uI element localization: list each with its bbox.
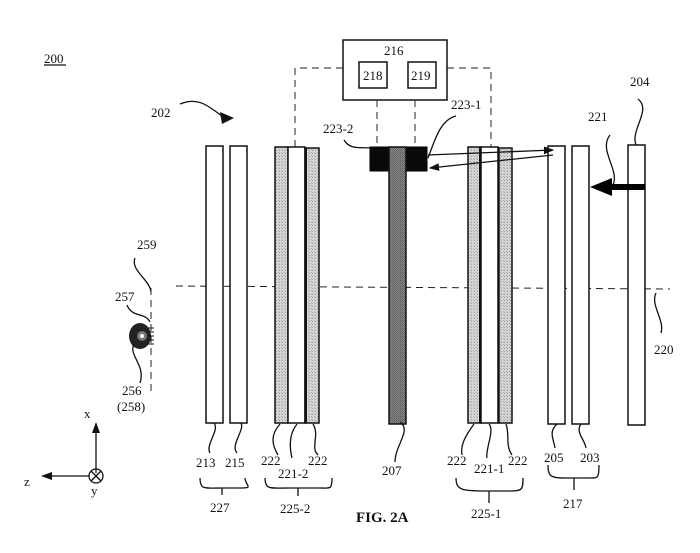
coupler-2-label: 223-2: [323, 121, 353, 136]
optical-axis-label: 220: [654, 342, 674, 357]
grating-222-d: [498, 147, 513, 424]
input-light-label: 221: [588, 109, 608, 124]
pupil-leader: [126, 304, 151, 323]
display-device-leader: [179, 100, 223, 117]
light-source-label: 204: [630, 74, 650, 89]
lens-203-label: 203: [580, 450, 600, 465]
y-axis-label: y: [91, 483, 98, 498]
lens-205: [547, 145, 566, 425]
input-light-leader: [605, 134, 615, 186]
coordinate-axes: x z y: [24, 406, 104, 498]
grating-222-b-leader: [312, 423, 319, 456]
group-227-label: 227: [210, 500, 230, 515]
pupil-label: 257: [115, 289, 135, 304]
coupler-1-label: 223-1: [451, 97, 481, 112]
lens-213-label: 213: [196, 455, 216, 470]
light-ray-out: [427, 146, 555, 156]
eye-icon: [129, 323, 154, 349]
display-device-label: 202: [151, 105, 171, 120]
controller-label: 216: [384, 43, 404, 58]
system-ref-label: 200: [44, 51, 64, 66]
group-227-brace: [199, 477, 249, 489]
grating-222-b: [304, 147, 320, 424]
controller-sub-a-label: 218: [363, 68, 383, 83]
lens-213-leader: [208, 422, 216, 454]
control-line-225-1: [447, 67, 492, 150]
figure-caption: FIG. 2A: [356, 510, 409, 526]
lens-213: [205, 145, 224, 424]
waveguide-207: [388, 146, 407, 425]
liquid-crystal-1-leader: [486, 423, 492, 459]
z-axis-label: z: [24, 474, 30, 489]
lens-215: [229, 145, 248, 424]
liquid-crystal-1-label: 221-1: [474, 461, 504, 476]
waveguide-label: 207: [382, 463, 402, 478]
grating-222-d-leader: [505, 423, 513, 456]
eye-label: 256: [122, 383, 142, 398]
eyebox-plane-label: 259: [137, 237, 157, 252]
grating-222-a-leader: [272, 423, 281, 456]
controller-sub-b-label: 219: [411, 68, 431, 83]
lens-203-leader: [578, 423, 587, 449]
lens-205-leader: [551, 423, 558, 449]
grating-222-a-label: 222: [261, 453, 281, 468]
lens-215-leader: [234, 422, 243, 454]
display-device-arrowhead: [220, 112, 234, 124]
control-line-225-2: [294, 67, 343, 150]
group-225-1-brace: [455, 477, 524, 492]
group-217-brace: [547, 464, 600, 479]
x-axis-label: x: [84, 406, 91, 421]
light-ray-in: [428, 154, 554, 171]
group-225-2-brace: [264, 477, 333, 489]
liquid-crystal-221-1: [480, 146, 499, 424]
light-source-204: [627, 144, 646, 426]
grating-222-c-leader: [460, 423, 475, 456]
liquid-crystal-221-2: [287, 146, 306, 424]
x-axis-arrowhead: [92, 422, 100, 433]
grating-222-b-label: 222: [308, 453, 328, 468]
lens-203: [571, 145, 590, 425]
z-axis-arrowhead: [41, 472, 52, 480]
y-axis-into-page-icon: [88, 468, 104, 484]
liquid-crystal-2-leader: [289, 423, 298, 459]
lens-205-label: 205: [544, 450, 564, 465]
grating-222-a: [274, 146, 289, 424]
liquid-crystal-2-label: 221-2: [278, 466, 308, 481]
controller-sub-a-box: [358, 61, 388, 89]
light-source-leader: [634, 98, 644, 146]
eyebox-plane-leader: [133, 257, 152, 293]
group-217-label: 217: [563, 496, 583, 511]
eye-alt-label: (258): [117, 399, 145, 414]
group-225-1-label: 225-1: [471, 506, 501, 521]
coupler-2-leader: [343, 139, 372, 149]
waveguide-leader: [394, 421, 405, 463]
grating-222-d-label: 222: [508, 453, 528, 468]
grating-222-c-label: 222: [447, 453, 467, 468]
optical-axis-line: [175, 285, 671, 290]
optical-axis-leader: [654, 292, 663, 334]
input-light-arrowhead: [590, 178, 612, 196]
coupler-1-leader: [427, 115, 457, 159]
eye-leader: [132, 343, 142, 384]
lens-215-label: 215: [225, 455, 245, 470]
group-225-2-label: 225-2: [280, 501, 310, 516]
controller-sub-b-box: [407, 61, 437, 89]
